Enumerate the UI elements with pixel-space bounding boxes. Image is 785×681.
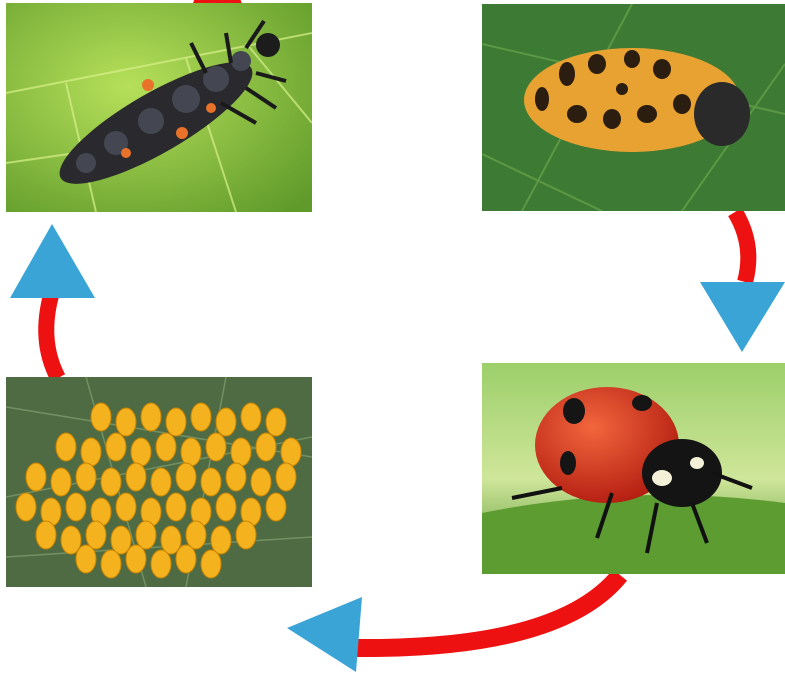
egg xyxy=(216,493,236,521)
egg xyxy=(131,438,151,466)
egg xyxy=(211,526,231,554)
arrow-shaft-adult-to-eggs xyxy=(355,575,620,648)
egg xyxy=(106,433,126,461)
egg xyxy=(56,433,76,461)
egg xyxy=(166,493,186,521)
egg xyxy=(181,438,201,466)
egg xyxy=(126,463,146,491)
arrow-shaft-top xyxy=(195,0,240,2)
egg xyxy=(26,463,46,491)
egg xyxy=(206,433,226,461)
egg xyxy=(66,493,86,521)
egg xyxy=(91,403,111,431)
egg xyxy=(241,403,261,431)
egg xyxy=(236,521,256,549)
egg xyxy=(36,521,56,549)
egg xyxy=(201,550,221,578)
egg xyxy=(176,463,196,491)
egg xyxy=(76,545,96,573)
egg xyxy=(276,463,296,491)
egg xyxy=(266,493,286,521)
pupa-photo xyxy=(482,4,785,211)
egg xyxy=(86,521,106,549)
egg xyxy=(101,550,121,578)
eggs-photo xyxy=(6,377,312,587)
egg xyxy=(51,468,71,496)
adult-ladybug-photo xyxy=(482,363,785,574)
egg xyxy=(16,493,36,521)
egg xyxy=(281,438,301,466)
egg xyxy=(256,433,276,461)
egg xyxy=(151,550,171,578)
egg xyxy=(151,468,171,496)
egg xyxy=(116,493,136,521)
egg xyxy=(226,463,246,491)
egg xyxy=(201,468,221,496)
egg xyxy=(81,438,101,466)
arrow-shaft-pupa-to-adult xyxy=(735,212,748,282)
arrow-head-pupa-to-adult xyxy=(700,282,785,352)
egg xyxy=(231,438,251,466)
egg xyxy=(76,463,96,491)
egg xyxy=(191,403,211,431)
larva-photo xyxy=(6,3,312,212)
egg xyxy=(156,433,176,461)
egg xyxy=(136,521,156,549)
egg xyxy=(251,468,271,496)
egg xyxy=(126,545,146,573)
egg xyxy=(141,403,161,431)
egg xyxy=(186,521,206,549)
egg xyxy=(101,468,121,496)
egg xyxy=(176,545,196,573)
arrow-head-eggs-to-larva xyxy=(10,224,95,298)
arrow-shaft-eggs-to-larva xyxy=(46,292,58,378)
egg xyxy=(266,408,286,436)
arrow-head-adult-to-eggs xyxy=(287,597,362,672)
egg xyxy=(166,408,186,436)
egg xyxy=(216,408,236,436)
egg xyxy=(116,408,136,436)
